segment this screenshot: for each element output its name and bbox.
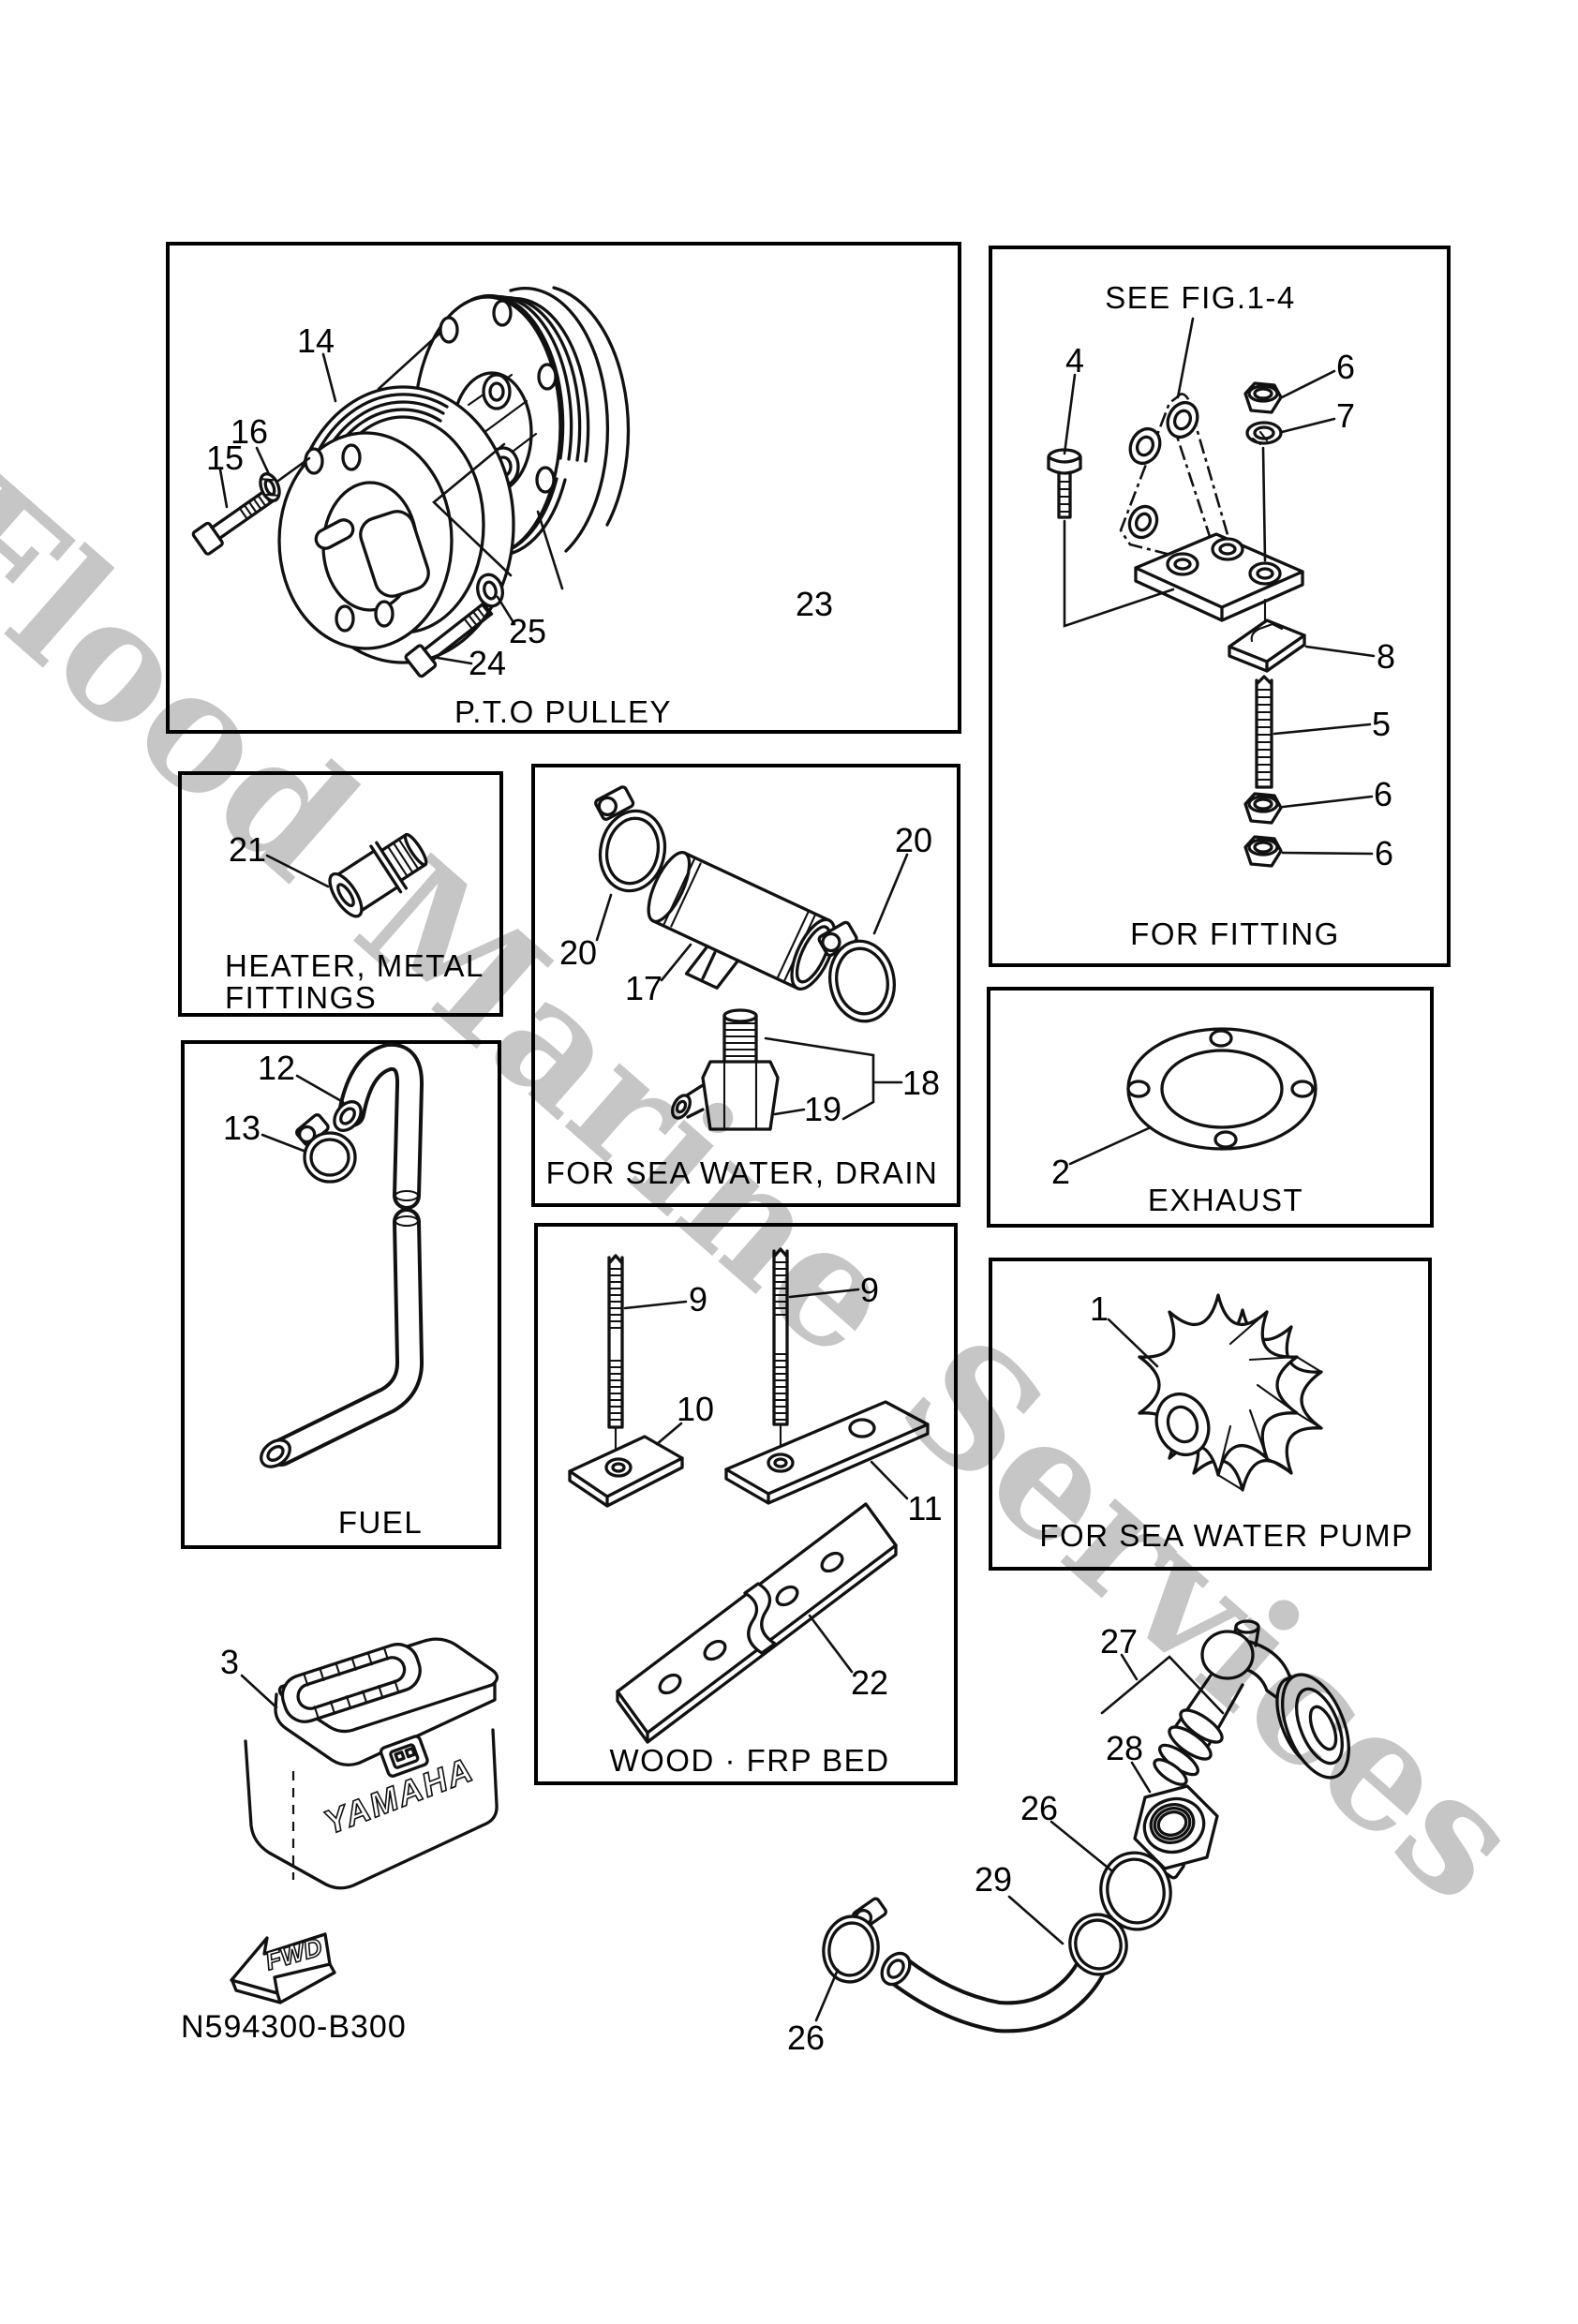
part-ref-13: 13 xyxy=(222,1109,261,1147)
caption-sea-water-pump: FOR SEA WATER PUMP xyxy=(1039,1518,1414,1553)
plate-8-drawing xyxy=(1228,598,1306,673)
strip-22-drawing xyxy=(616,1502,898,1744)
part-ref-12: 12 xyxy=(257,1049,296,1087)
part-ref-5: 5 xyxy=(1371,705,1392,743)
plate-11-drawing xyxy=(724,1400,930,1505)
washer-25-drawing xyxy=(476,573,504,608)
hose-clamp-20-right-drawing xyxy=(817,920,896,1023)
toolbox-drawing: YAMAHA xyxy=(244,1637,499,1890)
section-heater-fittings xyxy=(178,771,503,1017)
part-ref-26b: 26 xyxy=(786,2019,826,2057)
fuel-hose-12-drawing xyxy=(333,1042,424,1210)
stud-9-right-drawing xyxy=(772,1247,789,1426)
section-pto-pulley xyxy=(166,242,961,734)
part-ref-8: 8 xyxy=(1376,637,1396,676)
caption-for-fitting: FOR FITTING xyxy=(1130,916,1340,951)
part-ref-26a: 26 xyxy=(1020,1789,1059,1827)
caption-exhaust: EXHAUST xyxy=(1147,1183,1304,1217)
part-ref-19: 19 xyxy=(803,1090,842,1128)
section-sea-water-drain xyxy=(531,764,960,1207)
caption-fuel: FUEL xyxy=(337,1505,424,1540)
note-see-fig: SEE FIG.1-4 xyxy=(1105,280,1296,315)
part-ref-2: 2 xyxy=(1050,1153,1071,1191)
part-ref-24: 24 xyxy=(468,644,507,682)
part-ref-14: 14 xyxy=(296,321,335,360)
part-ref-25: 25 xyxy=(508,612,547,650)
caption-heater-line2: FITTINGS xyxy=(225,980,378,1015)
part-ref-20a: 20 xyxy=(558,933,598,972)
hose-clamp-20-left-drawing xyxy=(594,785,667,893)
hose-29-drawing xyxy=(880,1913,1128,2034)
stud-5-drawing xyxy=(1255,675,1273,789)
spring-washer-7-drawing xyxy=(1245,421,1283,446)
section-for-fitting xyxy=(989,246,1451,967)
elbow-27-drawing xyxy=(1153,1619,1350,1786)
gasket-2-drawing xyxy=(1126,1027,1317,1151)
lock-washer-16-drawing xyxy=(259,472,281,502)
part-ref-6b: 6 xyxy=(1373,775,1393,813)
part-ref-15: 15 xyxy=(205,439,245,477)
part-ref-9b: 9 xyxy=(859,1271,880,1309)
part-ref-29: 29 xyxy=(974,1860,1013,1899)
fwd-arrow: FWD xyxy=(230,1932,336,2004)
part-ref-9a: 9 xyxy=(688,1280,708,1318)
hose-clamp-26-left-drawing xyxy=(822,1897,887,1984)
bolt-4-drawing xyxy=(1047,448,1082,519)
section-wood-frp-bed xyxy=(534,1223,958,1785)
drain-cock-drawing xyxy=(671,1008,780,1131)
pulley-left-drawing xyxy=(277,385,515,664)
part-ref-27: 27 xyxy=(1099,1622,1139,1661)
part-ref-23: 23 xyxy=(795,585,834,623)
part-ref-7: 7 xyxy=(1335,396,1356,435)
part-ref-1: 1 xyxy=(1089,1289,1109,1328)
nut-6-mid-drawing xyxy=(1243,792,1283,825)
caption-heater-line1: HEATER, METAL xyxy=(225,948,484,983)
drawing-code: N594300-B300 xyxy=(181,2009,407,2045)
nut-6-top-drawing xyxy=(1243,381,1283,414)
section-fuel xyxy=(181,1040,501,1549)
section-exhaust xyxy=(987,987,1434,1228)
nut-28-drawing xyxy=(1133,1784,1219,1870)
caption-sea-water-drain: FOR SEA WATER, DRAIN xyxy=(545,1155,939,1190)
part-ref-20b: 20 xyxy=(894,821,933,859)
plate-10-drawing xyxy=(568,1435,684,1508)
part-ref-6a: 6 xyxy=(1335,348,1356,386)
part-ref-21: 21 xyxy=(228,830,267,869)
part-ref-3: 3 xyxy=(219,1643,240,1681)
fitting-21-drawing xyxy=(328,832,428,918)
part-ref-28: 28 xyxy=(1105,1729,1144,1767)
part-ref-16: 16 xyxy=(230,412,269,451)
hose-clamp-13-drawing xyxy=(295,1113,357,1184)
part-ref-18: 18 xyxy=(901,1064,941,1102)
caption-wood-frp-bed: WOOD · FRP BED xyxy=(609,1743,890,1778)
nut-6-bottom-drawing xyxy=(1243,835,1283,868)
stud-9-left-drawing xyxy=(607,1254,624,1429)
impeller-1-drawing xyxy=(1138,1293,1323,1492)
part-ref-17: 17 xyxy=(624,969,663,1007)
leader-lines xyxy=(218,317,1376,2022)
fuel-hose-lower-drawing xyxy=(260,1208,424,1468)
part-ref-6c: 6 xyxy=(1374,834,1394,872)
bracket-drawing xyxy=(1119,393,1304,622)
section-sea-water-pump xyxy=(989,1258,1432,1571)
part-ref-11: 11 xyxy=(907,1489,943,1527)
caption-pto-pulley: P.T.O PULLEY xyxy=(454,694,673,729)
part-ref-10: 10 xyxy=(676,1390,715,1428)
part-ref-22: 22 xyxy=(850,1663,889,1702)
part-ref-4: 4 xyxy=(1064,341,1085,380)
